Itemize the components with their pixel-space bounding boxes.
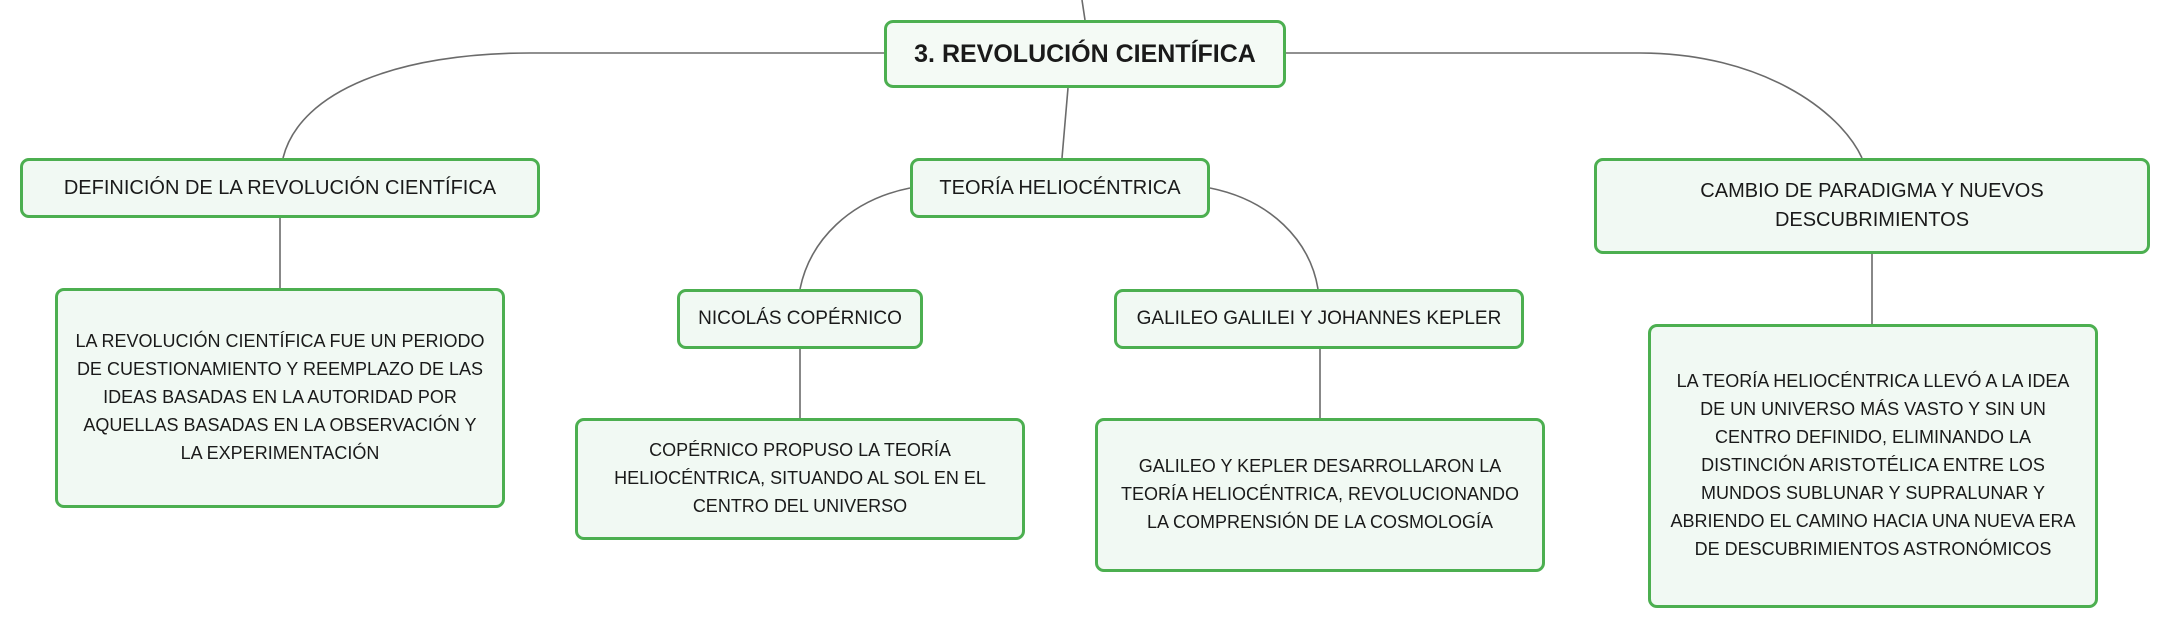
description-text: LA REVOLUCIÓN CIENTÍFICA FUE UN PERIODO … [75,331,485,463]
description-text: COPÉRNICO PROPUSO LA TEORÍA HELIOCÉNTRIC… [614,440,986,516]
description-text: GALILEO Y KEPLER DESARROLLARON LA TEORÍA… [1120,456,1520,532]
connector-helio-to-galileo [1209,187,1319,290]
description-node-cambio[interactable]: LA TEORÍA HELIOCÉNTRICA LLEVÓ A LA IDEA … [1648,324,2098,608]
connector-parent-to-root [1081,0,1086,21]
description-node-definicion[interactable]: LA REVOLUCIÓN CIENTÍFICA FUE UN PERIODO … [55,288,505,508]
connector-root-to-heliocentrica [1061,87,1069,159]
topic-node-heliocentrica[interactable]: TEORÍA HELIOCÉNTRICA [910,158,1210,218]
connector-root-to-definicion [282,52,884,159]
subtopic-node-label: NICOLÁS COPÉRNICO [698,308,902,330]
connector-helio-to-copernico [799,187,911,290]
topic-node-label: TEORÍA HELIOCÉNTRICA [939,176,1181,199]
description-node-galileo-kepler[interactable]: GALILEO Y KEPLER DESARROLLARON LA TEORÍA… [1095,418,1545,572]
description-text: LA TEORÍA HELIOCÉNTRICA LLEVÓ A LA IDEA … [1670,371,2076,559]
topic-node-definicion[interactable]: DEFINICIÓN DE LA REVOLUCIÓN CIENTÍFICA [20,158,540,218]
topic-node-label: CAMBIO DE PARADIGMA Y NUEVOS DESCUBRIMIE… [1700,180,2044,231]
description-node-copernico[interactable]: COPÉRNICO PROPUSO LA TEORÍA HELIOCÉNTRIC… [575,418,1025,540]
topic-node-label: DEFINICIÓN DE LA REVOLUCIÓN CIENTÍFICA [63,176,497,199]
topic-node-cambio[interactable]: CAMBIO DE PARADIGMA Y NUEVOS DESCUBRIMIE… [1594,158,2150,254]
root-node-label: 3. REVOLUCIÓN CIENTÍFICA [914,39,1256,68]
connector-root-to-cambio [1286,52,1863,159]
root-node[interactable]: 3. REVOLUCIÓN CIENTÍFICA [884,20,1286,88]
subtopic-node-galileo-kepler[interactable]: GALILEO GALILEI Y JOHANNES KEPLER [1114,289,1524,349]
subtopic-node-copernico[interactable]: NICOLÁS COPÉRNICO [677,289,923,349]
subtopic-node-label: GALILEO GALILEI Y JOHANNES KEPLER [1136,308,1502,330]
